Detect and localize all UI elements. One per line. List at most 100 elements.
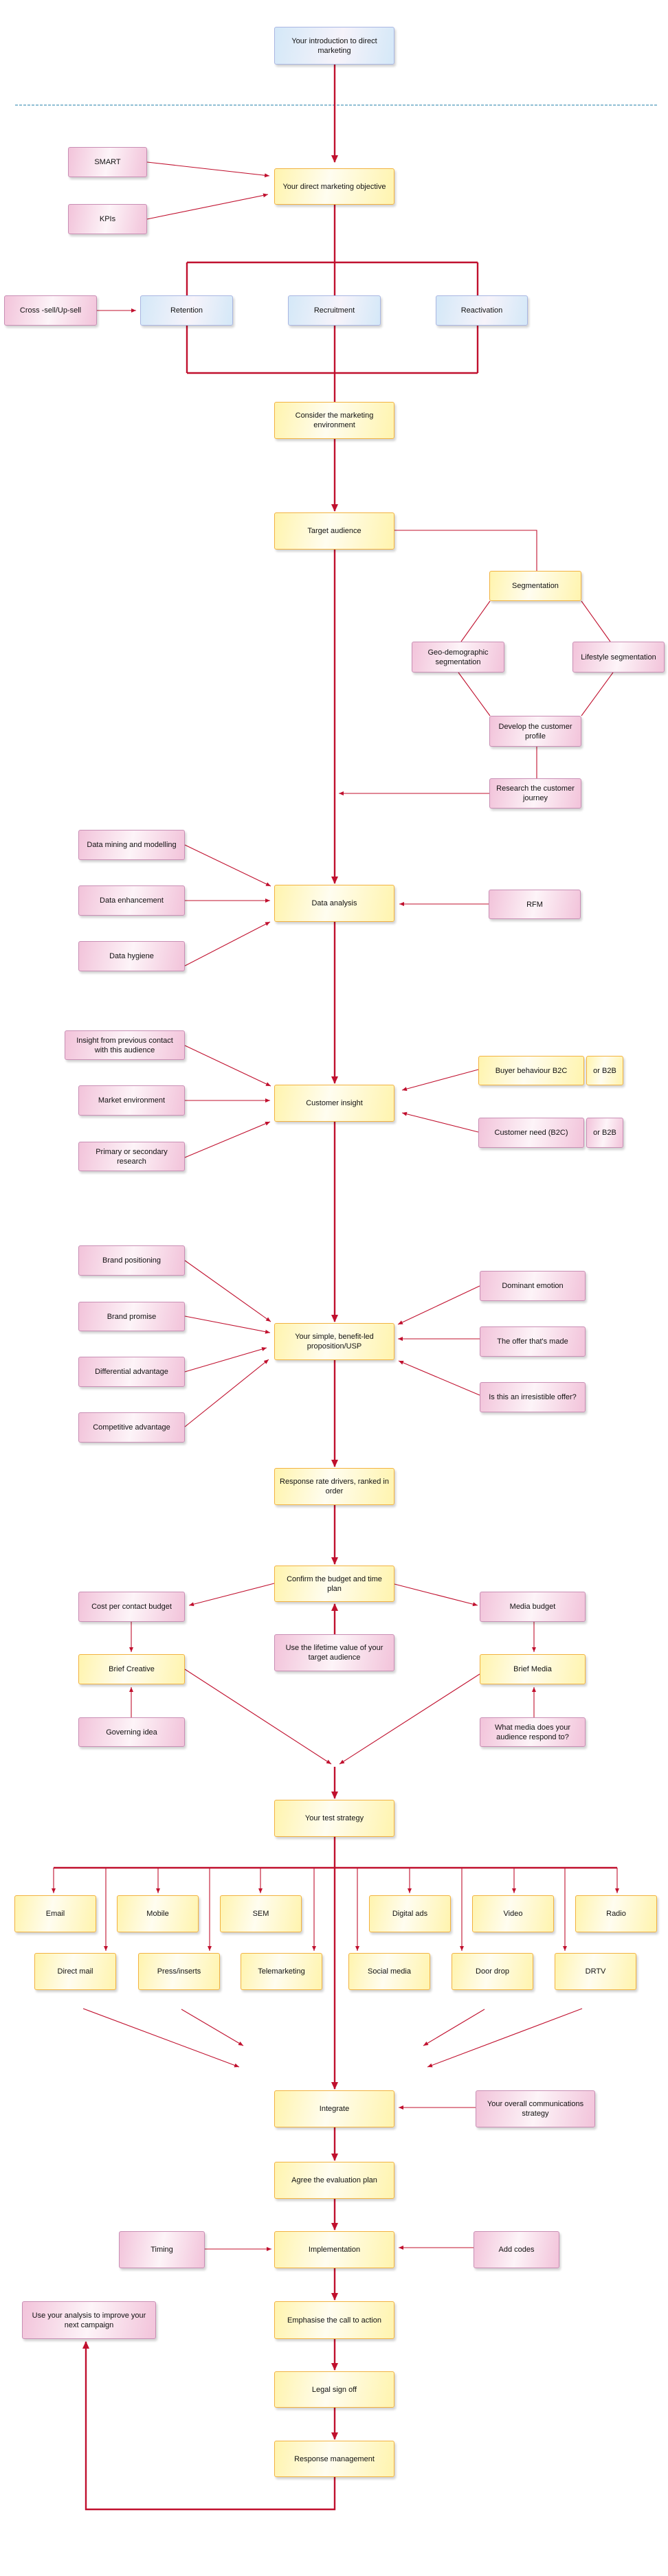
- node-hygiene: Data hygiene: [78, 941, 185, 971]
- node-research: Primary or secondary research: [78, 1142, 185, 1171]
- node-label: Your overall communications strategy: [487, 2100, 584, 2118]
- node-need-b2b: or B2B: [586, 1118, 623, 1148]
- node-label: Telemarketing: [258, 1967, 305, 1976]
- node-label: Your simple, benefit-led proposition/USP: [295, 1333, 374, 1351]
- node-profile: Develop the customer profile: [489, 716, 581, 747]
- node-label: Direct mail: [57, 1967, 93, 1976]
- node-brief-media: Brief Media: [480, 1654, 586, 1684]
- node-buyer: Buyer behaviour B2C: [478, 1056, 584, 1085]
- channel-node: DRTV: [555, 1953, 636, 1990]
- node-label: Email: [45, 1910, 65, 1918]
- node-implementation: Implementation: [274, 2231, 394, 2268]
- node-analysis: Data analysis: [274, 885, 394, 922]
- node-label: Emphasise the call to action: [287, 2316, 381, 2325]
- node-offer: The offer that's made: [480, 1326, 586, 1357]
- node-competitive: Competitive advantage: [78, 1412, 185, 1443]
- node-label: Brand promise: [107, 1312, 157, 1321]
- connector-arrow: [398, 1360, 480, 1396]
- node-geo: Geo-demographic segmentation: [412, 642, 504, 673]
- channel-node: Press/inserts: [138, 1953, 220, 1990]
- node-label: KPIs: [99, 215, 116, 223]
- node-label: Insight from previous contact with this …: [76, 1036, 173, 1054]
- node-label: Response management: [294, 2454, 375, 2463]
- node-label: Cost per contact budget: [91, 1603, 172, 1611]
- node-label: Digital ads: [392, 1910, 428, 1918]
- connector-arrow: [184, 921, 271, 967]
- node-intro: Your introduction to direct marketing: [274, 27, 394, 65]
- connector-arrow: [184, 1347, 267, 1372]
- node-response: Response management: [274, 2441, 394, 2477]
- node-label: Customer insight: [306, 1099, 363, 1107]
- node-label: RFM: [526, 900, 543, 909]
- connector-arrow: [581, 600, 611, 642]
- node-prev-contact: Insight from previous contact with this …: [65, 1030, 185, 1060]
- channel-node: Direct mail: [34, 1953, 116, 1990]
- node-retention: Retention: [140, 295, 233, 326]
- node-label: The offer that's made: [497, 1337, 568, 1346]
- node-label: Door drop: [476, 1967, 509, 1976]
- node-recruitment: Recruitment: [288, 295, 381, 326]
- connector-arrow: [146, 193, 269, 220]
- node-journey: Research the customer journey: [489, 778, 581, 809]
- node-cross-sell: Cross -sell/Up-sell: [4, 295, 97, 326]
- connector-arrow: [581, 672, 614, 716]
- node-label: Use your analysis to improve your next c…: [32, 2311, 146, 2329]
- node-mining: Data mining and modelling: [78, 830, 185, 860]
- node-label: Geo-demographic segmentation: [427, 648, 489, 666]
- node-insight: Customer insight: [274, 1085, 394, 1122]
- node-kpis: KPIs: [68, 204, 147, 234]
- connector-arrow: [184, 1045, 271, 1087]
- connector-arrow: [394, 1583, 478, 1607]
- connector-arrow: [181, 2009, 244, 2046]
- node-cta: Emphasise the call to action: [274, 2301, 394, 2339]
- node-label: Media budget: [509, 1603, 556, 1611]
- node-label: Press/inserts: [157, 1967, 201, 1976]
- node-enhancement: Data enhancement: [78, 885, 185, 916]
- connector-arrow: [188, 1583, 275, 1607]
- node-differential: Differential advantage: [78, 1357, 185, 1387]
- node-comms: Your overall communications strategy: [476, 2090, 595, 2127]
- node-label: Response rate drivers, ranked in order: [280, 1478, 389, 1495]
- node-label: Segmentation: [512, 582, 559, 590]
- connector-arrow: [82, 2008, 240, 2068]
- connector-arrow: [394, 530, 537, 571]
- node-label: Target audience: [307, 527, 361, 535]
- node-label: Lifestyle segmentation: [581, 653, 656, 662]
- node-timing: Timing: [119, 2231, 205, 2268]
- node-legal: Legal sign off: [274, 2371, 394, 2408]
- node-brief-creative: Brief Creative: [78, 1654, 185, 1684]
- node-label: Data hygiene: [109, 952, 154, 960]
- node-target: Target audience: [274, 512, 394, 550]
- connector-arrow: [82, 2341, 336, 2511]
- node-drivers: Response rate drivers, ranked in order: [274, 1468, 394, 1505]
- node-label: Implementation: [308, 2246, 361, 2254]
- node-market-env: Market environment: [78, 1085, 185, 1116]
- node-label: Integrate: [319, 2105, 350, 2113]
- node-buyer-b2b: or B2B: [586, 1056, 623, 1085]
- node-label: Use the lifetime value of your target au…: [285, 1644, 383, 1662]
- node-label: Buyer behaviour B2C: [495, 1066, 568, 1075]
- connector-arrow: [401, 1069, 479, 1092]
- connector-arrow: [339, 1673, 480, 1765]
- node-label: What media does your audience respond to…: [494, 1723, 571, 1741]
- node-label: Competitive advantage: [93, 1423, 170, 1432]
- node-label: Reactivation: [460, 306, 503, 315]
- node-label: Your introduction to direct marketing: [291, 36, 377, 55]
- node-label: DRTV: [585, 1967, 606, 1976]
- node-reactivation: Reactivation: [436, 295, 528, 326]
- node-objective: Your direct marketing objective: [274, 168, 394, 205]
- node-label: Differential advantage: [95, 1368, 168, 1376]
- node-label: Data analysis: [311, 899, 357, 907]
- connector-arrow: [184, 1359, 269, 1427]
- channel-node: Mobile: [117, 1895, 199, 1932]
- node-lifestyle: Lifestyle segmentation: [572, 642, 665, 673]
- node-label: or B2B: [593, 1066, 616, 1075]
- node-governing: Governing idea: [78, 1717, 185, 1747]
- node-label: or B2B: [593, 1129, 616, 1137]
- node-label: Brand positioning: [102, 1256, 161, 1265]
- node-label: Develop the customer profile: [498, 722, 572, 741]
- connector-arrow: [458, 672, 491, 716]
- node-budget: Confirm the budget and time plan: [274, 1566, 394, 1602]
- node-codes: Add codes: [474, 2231, 559, 2268]
